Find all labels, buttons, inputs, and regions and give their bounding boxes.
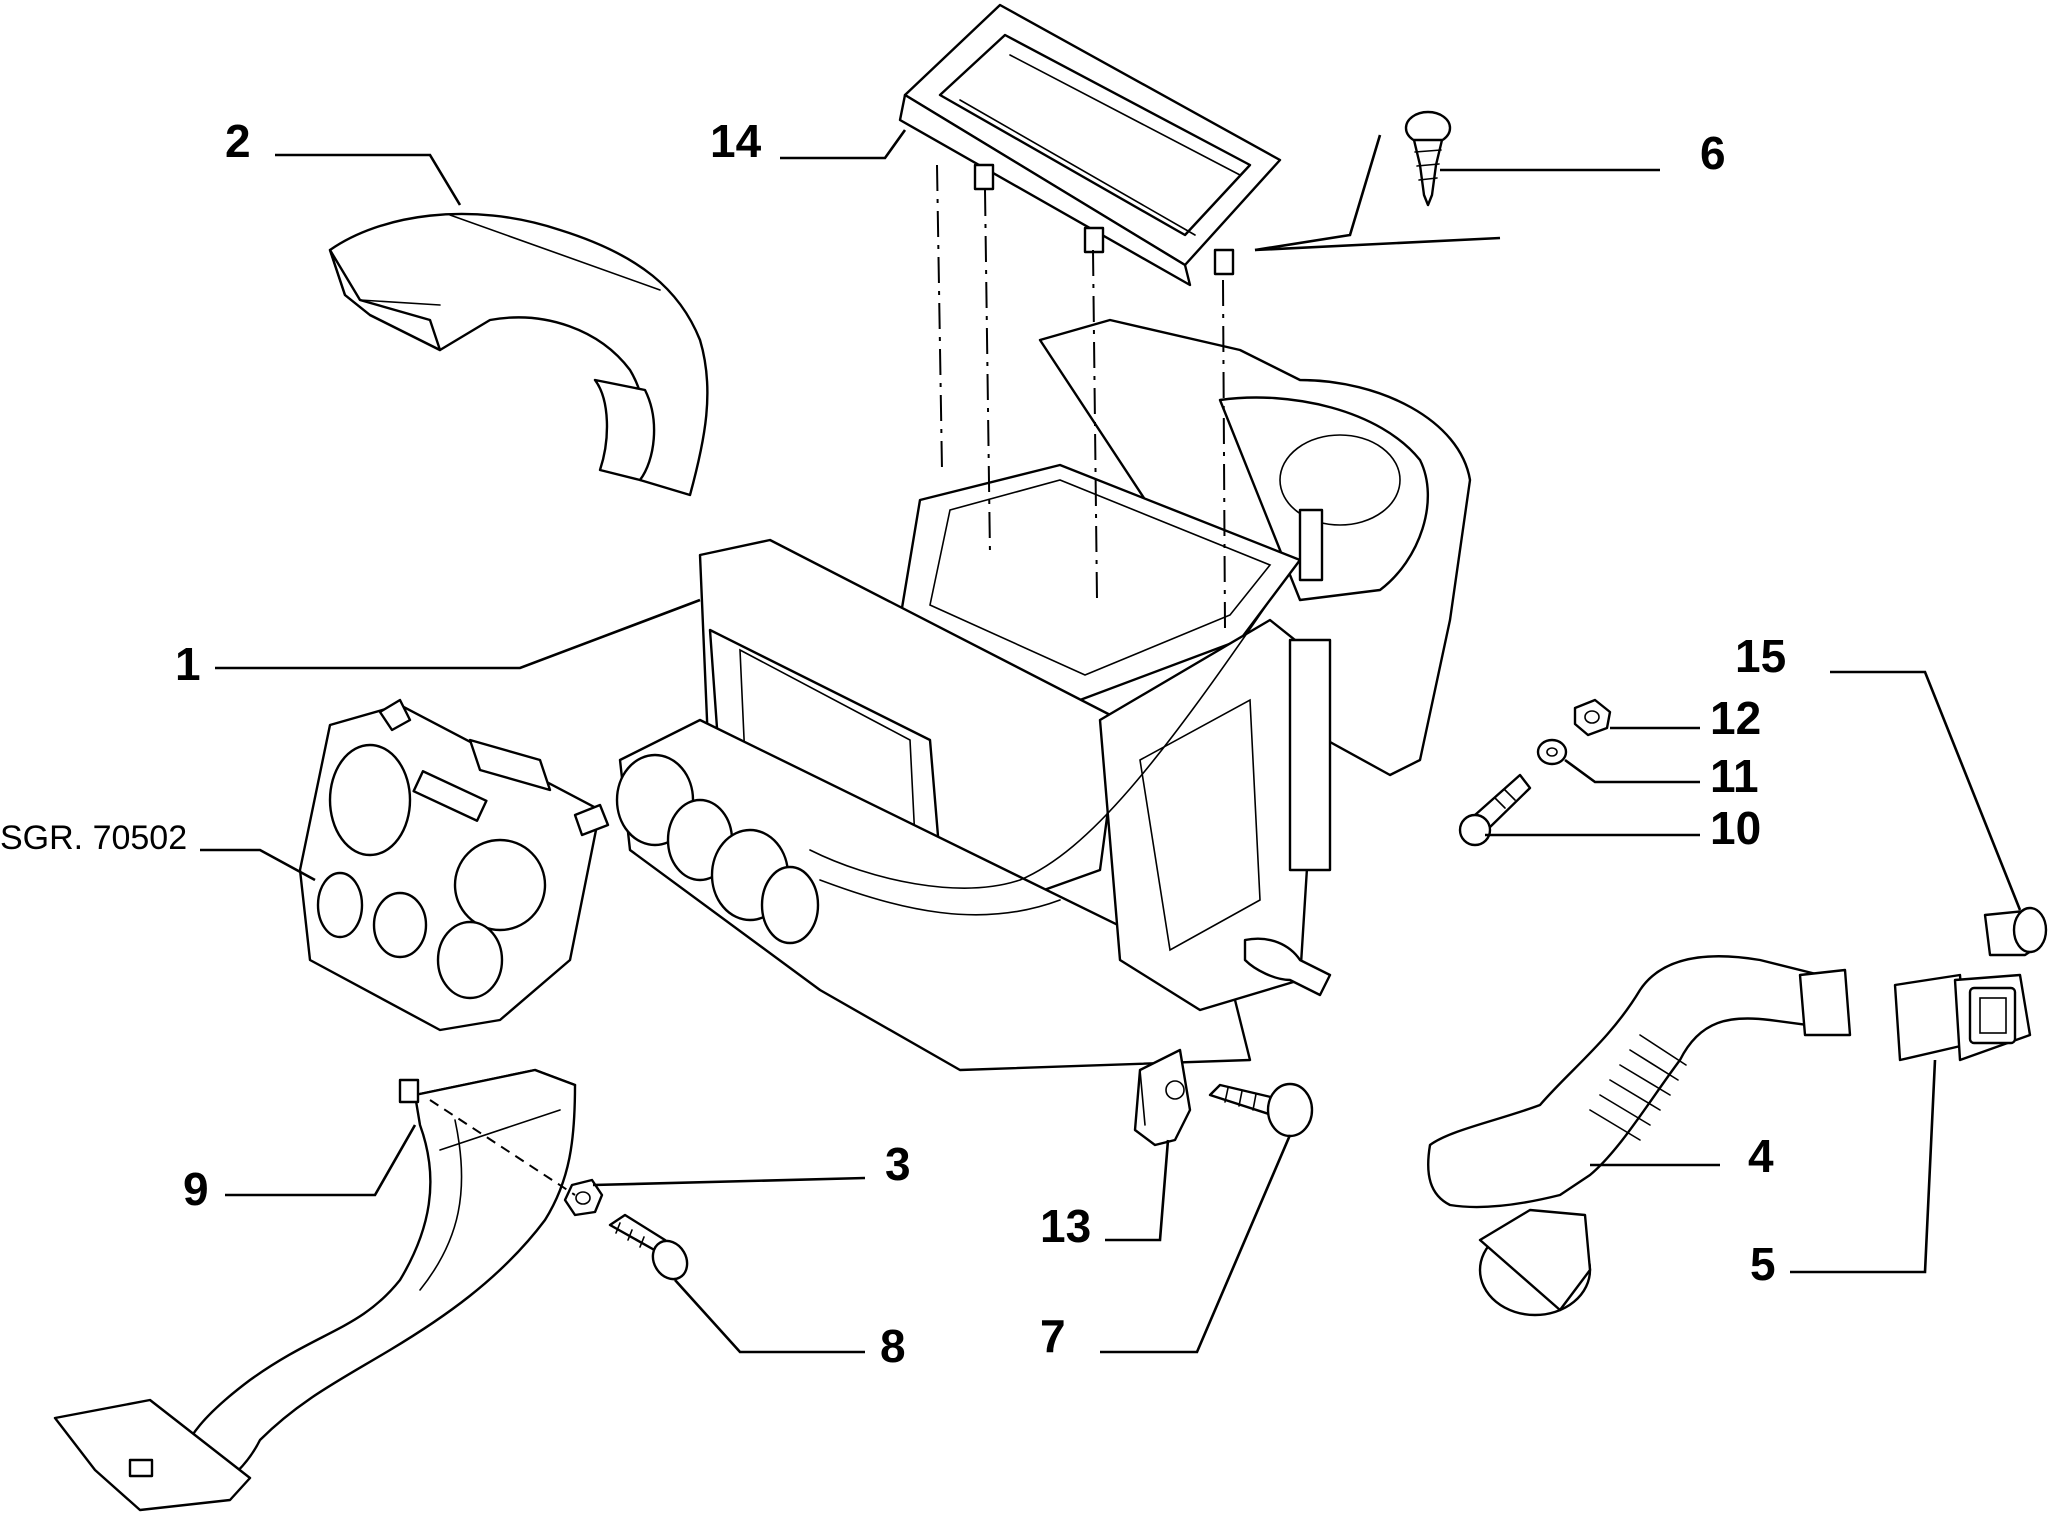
callout-1: 1 <box>175 638 201 690</box>
callout-11: 11 <box>1710 750 1759 802</box>
callout-4: 4 <box>1748 1130 1774 1182</box>
callout-10: 10 <box>1710 802 1761 854</box>
part-6-screw <box>1404 110 1452 207</box>
part-7-bolt <box>1208 1082 1314 1138</box>
callout-6: 6 <box>1700 127 1726 179</box>
callout-13: 13 <box>1040 1200 1091 1252</box>
part-11-washer <box>1536 738 1568 766</box>
part-5-duct-adapter <box>1893 973 2032 1062</box>
part-9-lower-duct <box>53 1068 577 1512</box>
callout-3: 3 <box>885 1138 911 1190</box>
part-12-nut <box>1573 698 1612 737</box>
assembly-lines <box>429 164 1226 1196</box>
callout-15: 15 <box>1735 630 1786 682</box>
part-4-flexible-duct <box>1427 955 1852 1317</box>
reference-sgr-label: SGR. 70502 <box>0 819 187 857</box>
part-1-hvac-housing <box>615 318 1472 1072</box>
part-2-air-duct <box>328 212 709 497</box>
part-15-plug <box>1983 906 2048 957</box>
part-10-screw <box>1458 773 1532 847</box>
leader-lines <box>200 129 2022 1354</box>
callout-7: 7 <box>1040 1310 1066 1362</box>
callout-8: 8 <box>880 1320 906 1372</box>
callout-9: 9 <box>183 1163 209 1215</box>
part-3-nut <box>563 1178 604 1217</box>
part-13-bracket <box>1133 1048 1192 1147</box>
callout-labels: 1 2 3 4 5 6 7 8 9 10 11 12 13 14 15 SGR.… <box>0 115 1786 1372</box>
callout-14: 14 <box>710 115 762 167</box>
callout-5: 5 <box>1750 1238 1776 1290</box>
callout-2: 2 <box>225 115 251 167</box>
part-8-bolt <box>608 1213 689 1281</box>
part-14-filter-cover <box>898 3 1282 287</box>
bezel-reference-part <box>298 698 610 1032</box>
callout-12: 12 <box>1710 692 1761 744</box>
